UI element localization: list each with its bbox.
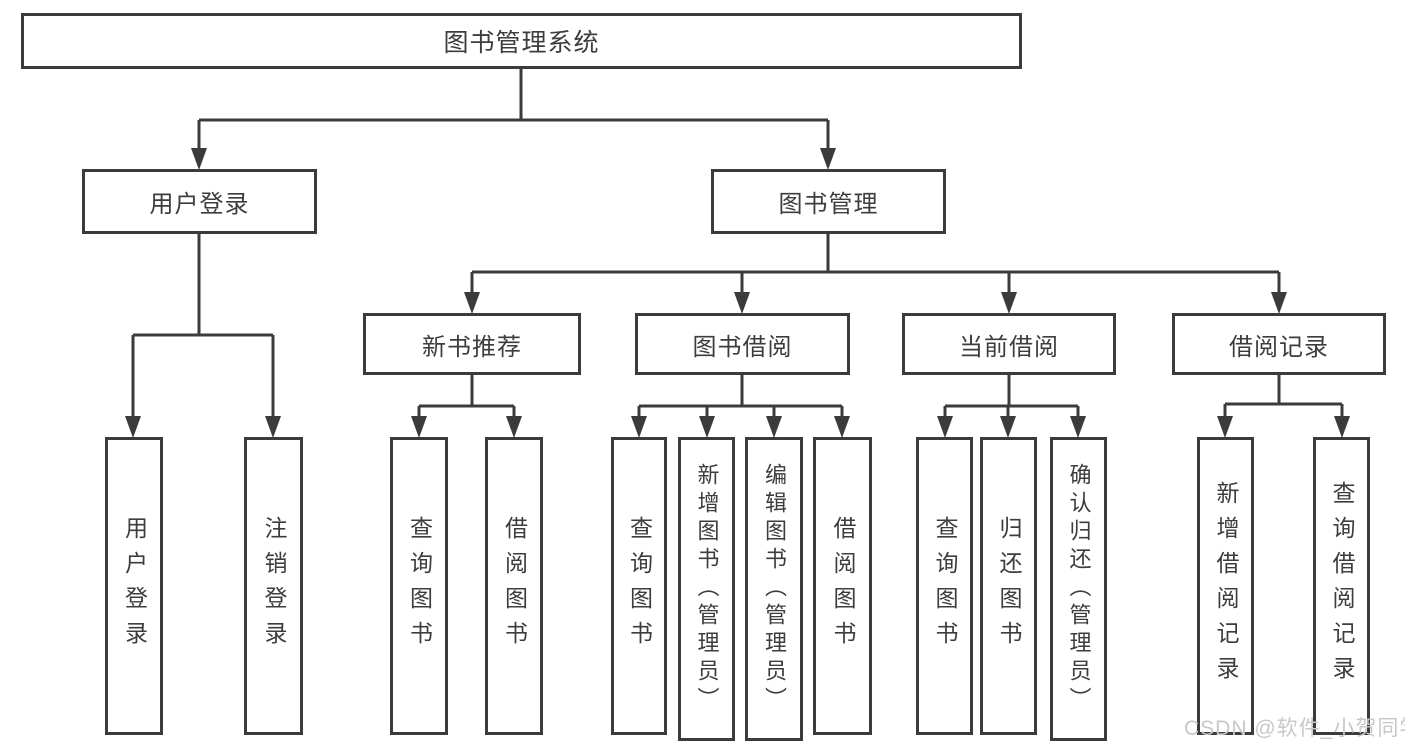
node-borrowing-records: 借阅记录: [1172, 313, 1386, 375]
csdn-watermark: CSDN @软件_小贺同学: [1184, 717, 1405, 740]
node-label: 新书推荐: [422, 333, 522, 361]
leaf-query-books-2: 查询图书: [611, 437, 667, 735]
node-current-borrowing: 当前借阅: [902, 313, 1116, 375]
leaf-label: 新增图书（管理员）: [694, 463, 720, 715]
node-label: 当前借阅: [959, 333, 1059, 361]
leaf-user-login: 用户登录: [105, 437, 163, 735]
leaf-return-books: 归还图书: [980, 437, 1037, 735]
leaf-borrow-books-2: 借阅图书: [813, 437, 872, 735]
leaf-label: 用户登录: [121, 516, 148, 656]
leaf-add-borrow-record: 新增借阅记录: [1197, 437, 1254, 735]
node-book-management: 图书管理: [711, 169, 946, 234]
leaf-label: 编辑图书（管理员）: [762, 463, 787, 715]
node-label: 用户登录: [149, 191, 250, 218]
leaf-borrow-books-1: 借阅图书: [485, 437, 543, 735]
leaf-query-books-3: 查询图书: [916, 437, 973, 735]
node-new-book-recommendation: 新书推荐: [363, 313, 581, 375]
node-label: 图书管理系统: [443, 29, 600, 57]
leaf-confirm-return-admin: 确认归还（管理员）: [1050, 437, 1107, 741]
leaf-label: 借阅图书: [501, 516, 528, 656]
leaf-query-books-1: 查询图书: [390, 437, 448, 735]
leaf-label: 注销登录: [261, 516, 287, 656]
node-user-login: 用户登录: [82, 169, 317, 234]
leaf-label: 查询图书: [626, 516, 653, 656]
leaf-label: 借阅图书: [830, 516, 856, 656]
leaf-label: 查询图书: [932, 516, 958, 656]
node-book-borrowing: 图书借阅: [635, 313, 850, 375]
leaf-label: 查询图书: [406, 516, 433, 656]
leaf-logout: 注销登录: [244, 437, 303, 735]
node-label: 借阅记录: [1229, 333, 1329, 361]
leaf-edit-books-admin: 编辑图书（管理员）: [745, 437, 803, 741]
leaf-label: 归还图书: [996, 516, 1022, 656]
node-label: 图书借阅: [692, 333, 793, 361]
leaf-label: 查询借阅记录: [1329, 481, 1355, 691]
leaf-add-books-admin: 新增图书（管理员）: [678, 437, 735, 741]
leaf-query-borrow-record: 查询借阅记录: [1313, 437, 1370, 735]
leaf-label: 确认归还（管理员）: [1066, 463, 1092, 715]
leaf-label: 新增借阅记录: [1213, 481, 1239, 691]
node-library-management-system: 图书管理系统: [21, 13, 1022, 69]
node-label: 图书管理: [778, 191, 879, 218]
